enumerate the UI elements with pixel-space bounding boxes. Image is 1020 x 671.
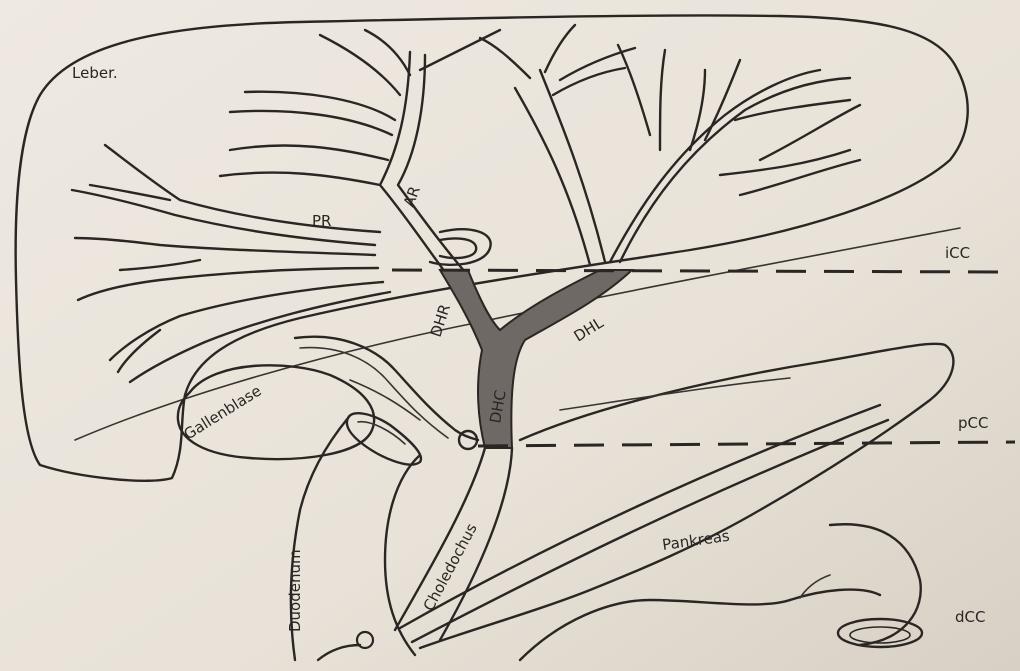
- label-liver: Leber.: [72, 64, 118, 82]
- label-pcc: pCC: [958, 414, 988, 432]
- label-duodenum: Duodenum: [286, 549, 304, 632]
- label-dcc: dCC: [955, 608, 985, 626]
- label-pr: PR: [312, 212, 331, 230]
- label-icc: iCC: [945, 244, 970, 262]
